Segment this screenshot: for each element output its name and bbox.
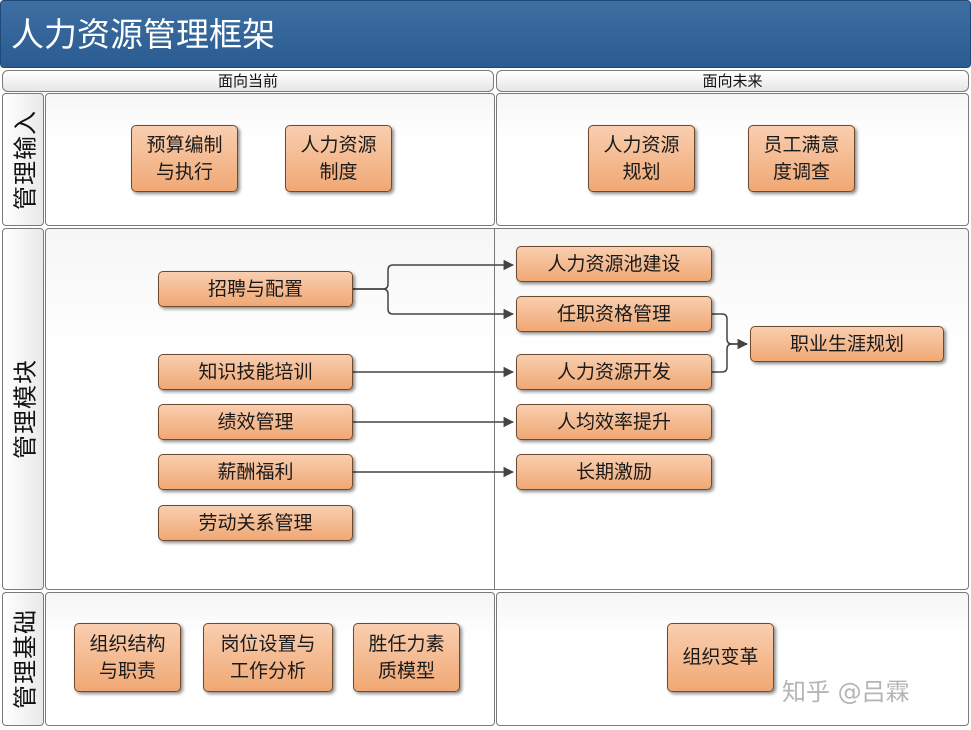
cell-input-future [496,93,969,226]
box-org-change: 组织变革 [667,623,774,692]
box-hr-policy-line2: 制度 [319,160,358,183]
cell-foundation-future [496,592,969,726]
box-labor-relations: 劳动关系管理 [158,505,353,541]
column-header-future: 面向未来 [496,70,969,92]
box-recruitment: 招聘与配置 [158,271,353,307]
box-org-structure-line2: 与职责 [98,659,156,682]
box-training: 知识技能培训 [158,354,353,390]
row-label-modules: 管理模块 [2,228,44,590]
cell-input-current [45,93,495,226]
box-satisfaction-survey-line1: 员工满意 [763,133,840,156]
box-performance: 绩效管理 [158,404,353,440]
box-satisfaction-survey-line2: 度调查 [772,160,830,183]
box-hr-development: 人力资源开发 [516,354,712,390]
box-hr-policy: 人力资源制度 [285,125,392,192]
title-bar: 人力资源管理框架 [0,0,971,68]
box-budget: 预算编制与执行 [131,125,238,192]
box-org-structure: 组织结构与职责 [74,623,181,692]
box-hr-planning-line2: 规划 [622,160,661,183]
box-qualification: 任职资格管理 [516,296,712,332]
box-satisfaction-survey: 员工满意度调查 [748,125,855,192]
box-job-analysis-line1: 岗位设置与 [220,632,316,655]
box-competency-model: 胜任力素质模型 [353,623,460,692]
arrow-qualification-to-career [712,313,749,350]
box-budget-line2: 与执行 [155,160,213,183]
page-title: 人力资源管理框架 [11,15,275,54]
modules-divider [494,228,495,590]
box-job-analysis-line2: 工作分析 [229,659,306,682]
arrow-development-to-career [712,343,747,373]
box-competency-model-line2: 质模型 [377,659,435,682]
row-label-foundation: 管理基础 [2,592,44,726]
row-label-input: 管理输入 [2,93,44,226]
box-efficiency: 人均效率提升 [516,404,712,440]
box-talent-pool: 人力资源池建设 [516,246,712,282]
box-hr-planning-line1: 人力资源 [603,133,680,156]
arrow-recruit-to-pool [353,259,515,290]
box-job-analysis: 岗位设置与工作分析 [203,623,333,692]
box-compensation: 薪酬福利 [158,454,353,490]
box-hr-planning: 人力资源规划 [588,125,695,192]
box-career-planning: 职业生涯规划 [750,326,944,362]
column-header-current: 面向当前 [2,70,494,92]
box-long-term-incentive: 长期激励 [516,454,712,490]
watermark: 知乎 @吕霖 [782,678,910,706]
arrow-recruit-to-qualification [353,288,515,320]
box-competency-model-line1: 胜任力素 [368,632,445,655]
box-budget-line1: 预算编制 [146,133,223,156]
box-hr-policy-line1: 人力资源 [300,133,377,156]
box-org-structure-line1: 组织结构 [89,632,166,655]
